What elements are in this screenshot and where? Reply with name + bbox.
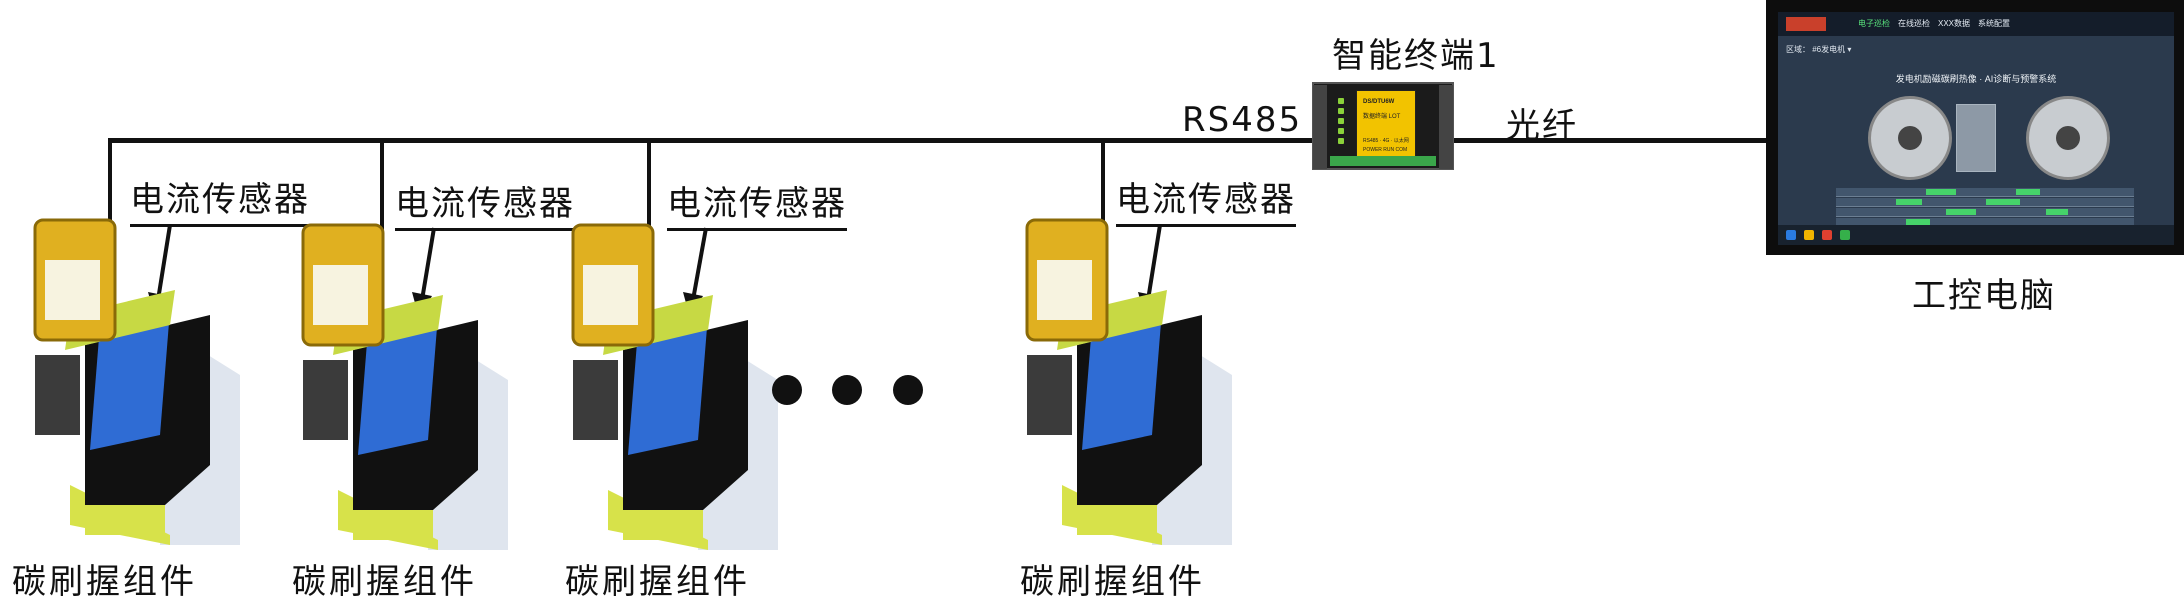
sensor-label-3: 电流传感器 <box>667 176 847 231</box>
terminal-name: 数据终端 LOT <box>1363 114 1401 120</box>
assembly-gray-post <box>1027 355 1072 435</box>
terminal-brand: DS/DTU6W <box>1363 99 1395 105</box>
screen-region-select[interactable]: 区域： #6发电机 ▾ <box>1786 45 1852 54</box>
terminal-connectors <box>1330 156 1436 166</box>
sensor-label-1: 电流传感器 <box>130 172 310 227</box>
screen-tab-0[interactable]: 电子巡检 <box>1858 19 1890 28</box>
taskbar-icon <box>1840 230 1850 240</box>
computer-label: 工控电脑 <box>1912 276 2056 316</box>
ellipsis-dot-1 <box>772 375 802 405</box>
assembly-blue-grip <box>358 315 438 455</box>
monitor-screen: 电子巡检 在线巡检 XXX数据 系统配置 区域： #6发电机 ▾ 发电机励磁碳刷… <box>1778 12 2174 245</box>
sensor-label-2: 电流传感器 <box>395 176 575 231</box>
assembly-blue-grip <box>90 310 170 450</box>
terminal-leds <box>1338 98 1348 148</box>
taskbar-icon <box>1822 230 1832 240</box>
screen-top-bar: 电子巡检 在线巡检 XXX数据 系统配置 <box>1778 12 2174 36</box>
data-row <box>1836 198 2134 207</box>
smart-terminal-device: DS/DTU6W 数据终端 LOT RS485 · 4G · 以太网 POWER… <box>1312 82 1454 170</box>
brush-holder-assembly-4 <box>1025 218 1232 545</box>
rs485-bus-line <box>108 138 1314 143</box>
center-panel <box>1956 104 1996 172</box>
terminal-mount-left <box>1313 85 1327 169</box>
screen-tab-3[interactable]: 系统配置 <box>1978 19 2010 28</box>
pointer-3 <box>691 227 708 301</box>
assembly-label-4: 碳刷握组件 <box>1020 562 1205 602</box>
data-row <box>1836 208 2134 217</box>
bus-drop-4 <box>1101 138 1105 278</box>
assembly-gray-post <box>35 355 80 435</box>
assembly-gray-post <box>573 360 618 440</box>
pointer-1 <box>156 224 172 301</box>
fiber-label: 光纤 <box>1506 106 1578 146</box>
brush-holder-assembly-1 <box>33 218 240 545</box>
assembly-blue-grip <box>628 315 708 455</box>
assembly-gray-post <box>303 360 348 440</box>
bus-drop-1 <box>108 138 112 278</box>
industrial-pc-monitor: 电子巡检 在线巡检 XXX数据 系统配置 区域： #6发电机 ▾ 发电机励磁碳刷… <box>1766 0 2184 255</box>
taskbar-icon <box>1786 230 1796 240</box>
assembly-label-1: 碳刷握组件 <box>12 562 197 602</box>
screen-tab-1[interactable]: 在线巡检 <box>1898 19 1930 28</box>
data-row <box>1836 188 2134 197</box>
screen-system-title: 发电机励磁碳刷热像 · AI诊断与预警系统 <box>1895 74 2057 84</box>
screen-tab-2[interactable]: XXX数据 <box>1938 19 1971 28</box>
brush-holder-assembly-2 <box>301 223 508 550</box>
terminal-face: DS/DTU6W 数据终端 LOT RS485 · 4G · 以太网 POWER… <box>1356 90 1416 162</box>
pointer-4 <box>1146 224 1162 301</box>
assembly-case-window <box>583 265 638 325</box>
assembly-case-window <box>1037 260 1092 320</box>
assembly-label-3: 碳刷握组件 <box>565 562 750 602</box>
terminal-label: 智能终端1 <box>1332 36 1500 76</box>
terminal-line4: POWER RUN COM <box>1363 147 1408 153</box>
bus-drop-2 <box>380 138 384 278</box>
ellipsis-dot-3 <box>893 375 923 405</box>
terminal-mount-right <box>1439 85 1453 169</box>
rs485-label: RS485 <box>1182 100 1303 140</box>
assembly-label-2: 碳刷握组件 <box>292 562 477 602</box>
assembly-case-window <box>45 260 100 320</box>
screen-logo <box>1786 17 1826 31</box>
generator-disk-right <box>2026 96 2110 180</box>
taskbar-icon <box>1804 230 1814 240</box>
ellipsis-dot-2 <box>832 375 862 405</box>
sensor-label-4: 电流传感器 <box>1116 172 1296 227</box>
brush-holder-assembly-3 <box>571 223 778 550</box>
fiber-line <box>1454 138 1768 143</box>
terminal-line3: RS485 · 4G · 以太网 <box>1363 138 1409 144</box>
assembly-case-window <box>313 265 368 325</box>
pointer-2 <box>420 227 436 301</box>
assembly-blue-grip <box>1082 310 1162 450</box>
bus-drop-3 <box>647 138 651 278</box>
generator-disk-left <box>1868 96 1952 180</box>
screen-taskbar <box>1778 225 2174 245</box>
